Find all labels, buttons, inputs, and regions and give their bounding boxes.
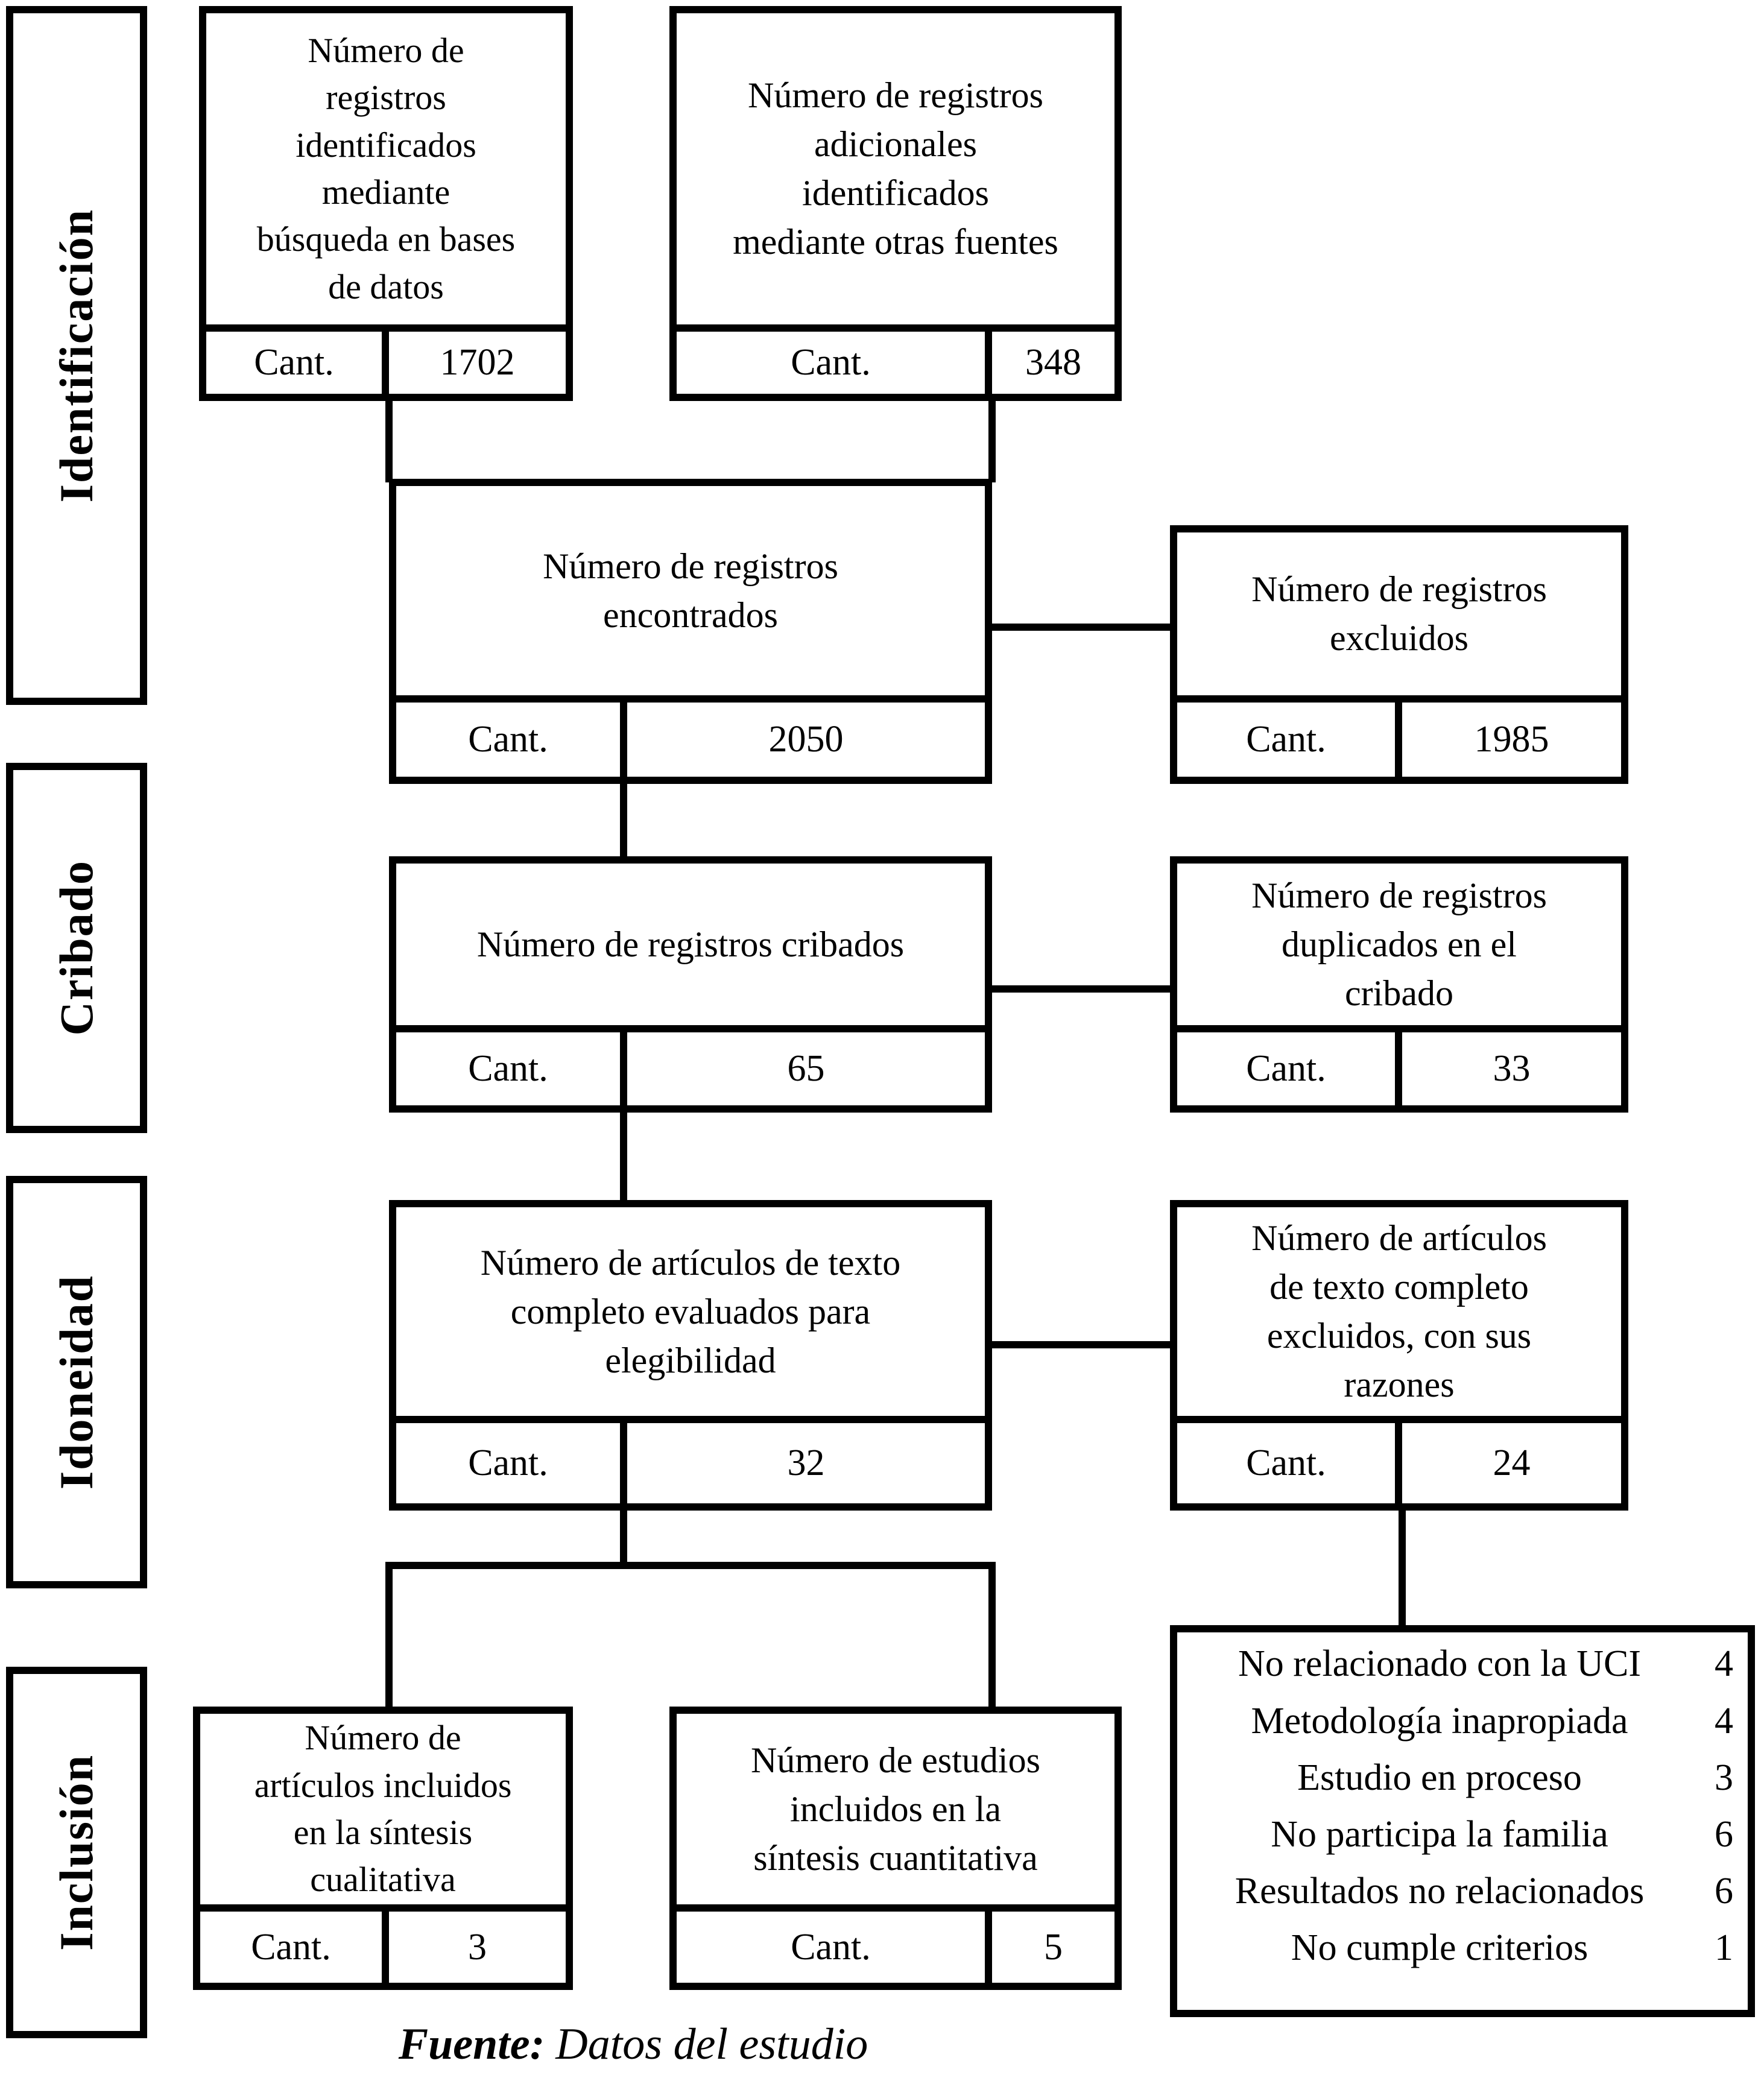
node-quantitative-label: Número de estudios incluidos en la sínte… — [751, 1740, 1040, 1878]
reason-label: Estudio en proceso — [1297, 1757, 1582, 1798]
count-caption: Cant. — [1177, 1423, 1402, 1503]
stage-box-idoneidad: Idoneidad — [6, 1176, 147, 1588]
count-value: 32 — [787, 1442, 825, 1483]
reason-row: No participa la familia 6 — [1188, 1806, 1733, 1863]
node-identified-other: Número de registros adicionales identifi… — [669, 6, 1122, 401]
reason-row: No relacionado con la UCI 4 — [1188, 1635, 1733, 1692]
node-duplicates: Número de registros duplicados en el cri… — [1170, 856, 1628, 1113]
count-caption: Cant. — [677, 1912, 992, 1983]
reason-count: 1 — [1715, 1927, 1733, 1969]
node-quantitative-count-row: Cant. 5 — [677, 1904, 1114, 1983]
connector-branch-to-qualitative — [385, 1562, 393, 1710]
connector-screened-to-fulltext — [620, 1110, 627, 1203]
stage-box-identificacion: Identificación — [6, 6, 147, 705]
reason-row: Metodología inapropiada 4 — [1188, 1693, 1734, 1749]
count-value: 5 — [1044, 1926, 1063, 1968]
node-fulltext-excluded-label: Número de artículos de texto completo ex… — [1251, 1218, 1547, 1404]
count-caption: Cant. — [396, 703, 627, 777]
node-found: Número de registros encontrados Cant. 20… — [389, 479, 992, 784]
connector-found-to-screened — [620, 781, 627, 859]
reason-row: Estudio en proceso 3 — [1188, 1749, 1733, 1806]
connector-fulltext-excluded-to-reasons — [1399, 1508, 1406, 1628]
count-caption: Cant. — [677, 332, 992, 394]
stage-label-idoneidad: Idoneidad — [50, 1274, 103, 1490]
node-fulltext-assessed-count-row: Cant. 32 — [396, 1416, 985, 1503]
node-duplicates-label: Número de registros duplicados en el cri… — [1251, 875, 1547, 1013]
stage-label-identificacion: Identificación — [50, 208, 103, 503]
node-excluded-count-row: Cant. 1985 — [1177, 695, 1621, 777]
reason-count: 6 — [1715, 1871, 1733, 1912]
stage-box-inclusion: Inclusión — [6, 1667, 147, 2038]
node-identified-db-count-row: Cant. 1702 — [206, 324, 566, 394]
node-identified-db: Número de registros identificados median… — [199, 6, 573, 401]
node-identified-db-label: Número de registros identificados median… — [256, 31, 516, 306]
reason-count: 4 — [1715, 1700, 1733, 1742]
node-qualitative: Número de artículos incluidos en la sínt… — [193, 1707, 573, 1990]
node-screened: Número de registros cribados Cant. 65 — [389, 856, 992, 1113]
count-caption: Cant. — [396, 1032, 627, 1105]
source-note: Fuente:Datos del estudio — [0, 2019, 1266, 2070]
count-value: 24 — [1493, 1442, 1531, 1483]
count-caption: Cant. — [206, 332, 389, 394]
count-caption: Cant. — [200, 1912, 389, 1983]
node-fulltext-excluded: Número de artículos de texto completo ex… — [1170, 1200, 1628, 1511]
reason-label: No participa la familia — [1271, 1814, 1608, 1855]
connector-found-to-excluded — [992, 624, 1170, 631]
count-caption: Cant. — [1177, 703, 1402, 777]
stage-box-cribado: Cribado — [6, 763, 147, 1133]
reason-count: 4 — [1715, 1643, 1733, 1685]
count-value: 348 — [1025, 342, 1081, 383]
node-excluded: Número de registros excluidos Cant. 1985 — [1170, 525, 1628, 784]
count-caption: Cant. — [1177, 1032, 1402, 1105]
source-note-label: Fuente: — [398, 2020, 545, 2069]
stage-label-cribado: Cribado — [50, 860, 103, 1036]
node-fulltext-assessed: Número de artículos de texto completo ev… — [389, 1200, 992, 1511]
count-value: 1702 — [440, 342, 515, 383]
source-note-text: Datos del estudio — [555, 2020, 868, 2069]
node-quantitative: Número de estudios incluidos en la sínte… — [669, 1707, 1122, 1990]
node-excluded-label: Número de registros excluidos — [1251, 569, 1547, 658]
node-exclusion-reasons: No relacionado con la UCI 4 Metodología … — [1170, 1625, 1755, 2017]
reason-label: Resultados no relacionados — [1234, 1871, 1645, 1912]
stage-label-inclusion: Inclusión — [50, 1754, 103, 1951]
node-qualitative-count-row: Cant. 3 — [200, 1904, 566, 1983]
count-caption: Cant. — [396, 1423, 627, 1503]
connector-identified-db-to-found — [385, 398, 393, 482]
node-fulltext-assessed-label: Número de artículos de texto completo ev… — [480, 1242, 901, 1380]
node-identified-other-count-row: Cant. 348 — [677, 324, 1114, 394]
connector-fulltext-to-branch — [620, 1508, 627, 1569]
connector-identified-other-to-found — [988, 398, 996, 482]
count-value: 1985 — [1474, 719, 1549, 760]
reason-label: Metodología inapropiada — [1251, 1700, 1628, 1742]
reason-row: No cumple criterios 1 — [1188, 1919, 1733, 1976]
node-qualitative-label: Número de artículos incluidos en la sínt… — [254, 1718, 512, 1900]
count-value: 3 — [468, 1926, 487, 1968]
node-screened-label: Número de registros cribados — [476, 924, 905, 964]
reason-label: No relacionado con la UCI — [1238, 1643, 1641, 1685]
connector-screened-to-duplicates — [992, 985, 1170, 993]
reason-count: 6 — [1715, 1814, 1733, 1855]
connector-fulltext-to-fulltext-excluded — [992, 1341, 1170, 1348]
reason-label: No cumple criterios — [1291, 1927, 1589, 1969]
connector-branch-horizontal — [385, 1562, 996, 1569]
count-value: 2050 — [768, 719, 844, 760]
count-value: 33 — [1493, 1048, 1531, 1089]
reason-row: Resultados no relacionados 6 — [1188, 1863, 1733, 1919]
node-found-label: Número de registros encontrados — [543, 546, 838, 635]
reason-count: 3 — [1715, 1757, 1733, 1798]
count-value: 65 — [787, 1048, 825, 1089]
node-screened-count-row: Cant. 65 — [396, 1025, 985, 1105]
node-duplicates-count-row: Cant. 33 — [1177, 1025, 1621, 1105]
node-found-count-row: Cant. 2050 — [396, 695, 985, 777]
connector-branch-to-quantitative — [988, 1562, 996, 1710]
node-identified-other-label: Número de registros adicionales identifi… — [733, 75, 1058, 262]
node-fulltext-excluded-count-row: Cant. 24 — [1177, 1416, 1621, 1503]
